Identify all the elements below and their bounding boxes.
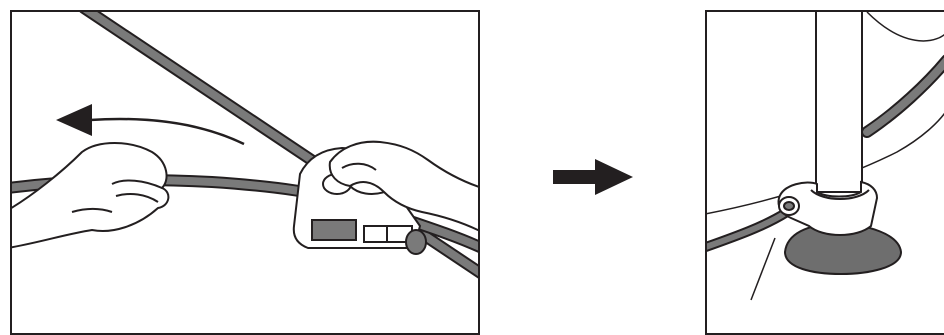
pole-collar bbox=[777, 180, 879, 236]
step-2-illustration bbox=[705, 10, 944, 335]
cable-pull-drawing bbox=[12, 12, 478, 279]
clip-on-pole-drawing bbox=[707, 12, 944, 301]
right-hand bbox=[328, 140, 478, 232]
curved-arrow-left-icon bbox=[56, 104, 245, 146]
left-hand bbox=[12, 142, 170, 249]
vertical-pole bbox=[815, 12, 863, 193]
table-edge bbox=[707, 112, 944, 215]
step-1-illustration bbox=[10, 10, 480, 335]
pointer-line-icon bbox=[750, 237, 776, 301]
arrow-right-icon bbox=[553, 157, 633, 197]
